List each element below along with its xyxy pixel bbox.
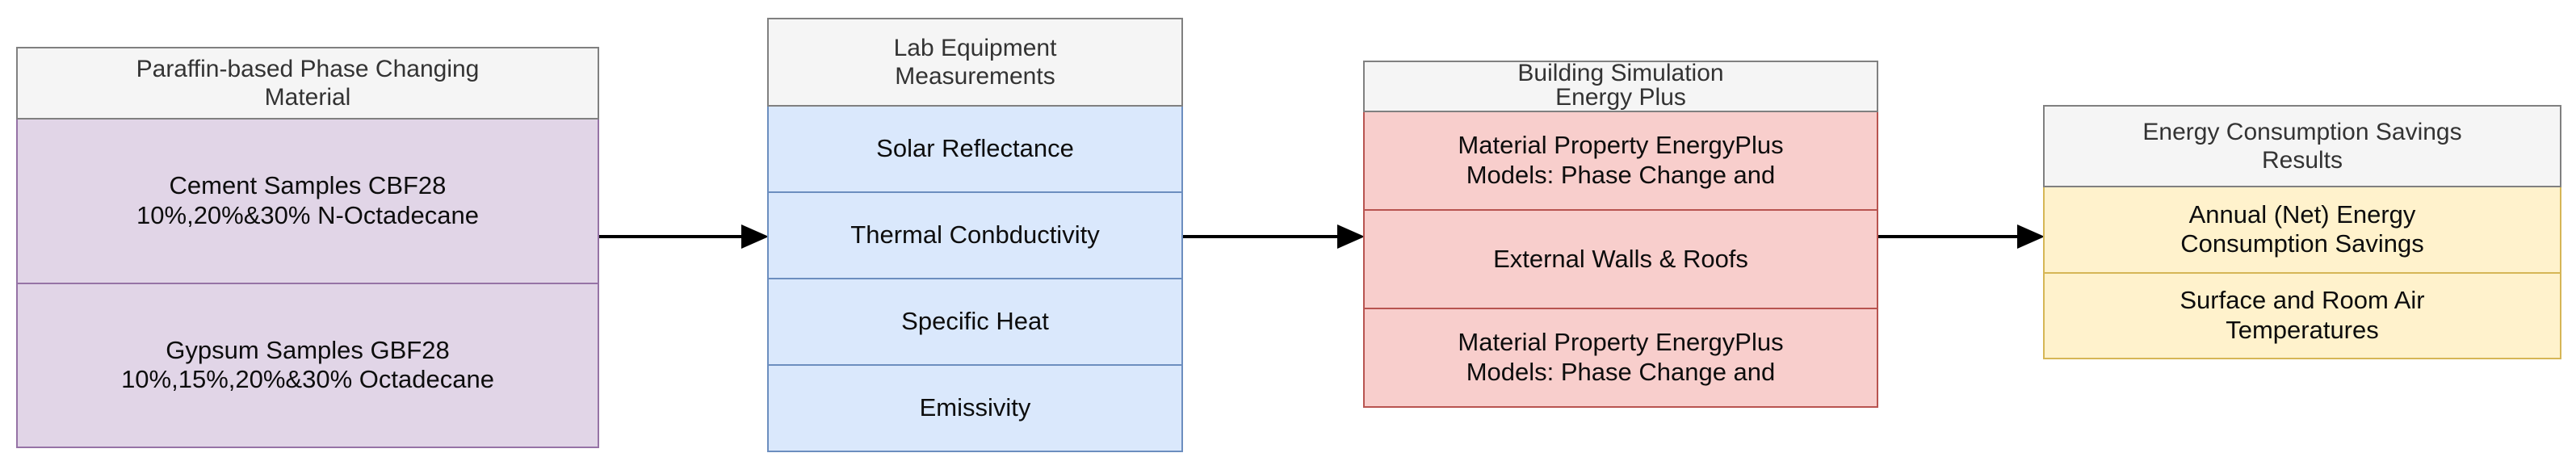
node-building-simulation-row-material-property-1[interactable]: Material Property EnergyPlus Models: Pha… xyxy=(1363,112,1878,211)
node-lab-equipment-row-emissivity[interactable]: Emissivity xyxy=(767,366,1183,452)
node-lab-equipment-row-thermal-conductivity[interactable]: Thermal Conbductivity xyxy=(767,193,1183,279)
arrow-line xyxy=(1878,235,2022,238)
node-paraffin-pcm-header: Paraffin-based Phase Changing Material xyxy=(16,47,599,120)
arrow-head-icon xyxy=(2017,224,2045,249)
node-lab-equipment-header: Lab Equipment Measurements xyxy=(767,18,1183,107)
node-energy-savings-results[interactable]: Energy Consumption Savings Results Annua… xyxy=(2043,105,2561,359)
arrow-line xyxy=(1183,235,1342,238)
node-building-simulation-header: Building Simulation Energy Plus xyxy=(1363,61,1878,112)
node-paraffin-pcm-row-gypsum[interactable]: Gypsum Samples GBF28 10%,15%,20%&30% Oct… xyxy=(16,283,599,448)
node-building-simulation-row-external-walls-roofs[interactable]: External Walls & Roofs xyxy=(1363,211,1878,309)
arrow-head-icon xyxy=(1337,224,1365,249)
arrow-head-icon xyxy=(741,224,769,249)
node-paraffin-pcm-row-cement[interactable]: Cement Samples CBF28 10%,20%&30% N-Octad… xyxy=(16,120,599,284)
node-building-simulation[interactable]: Building Simulation Energy Plus Material… xyxy=(1363,61,1878,408)
node-energy-savings-results-header: Energy Consumption Savings Results xyxy=(2043,105,2561,187)
node-paraffin-pcm[interactable]: Paraffin-based Phase Changing Material C… xyxy=(16,47,599,448)
node-lab-equipment-row-specific-heat[interactable]: Specific Heat xyxy=(767,279,1183,366)
node-energy-savings-results-row-temperatures[interactable]: Surface and Room Air Temperatures xyxy=(2043,273,2561,359)
arrow-line xyxy=(599,235,746,238)
node-energy-savings-results-row-annual-savings[interactable]: Annual (Net) Energy Consumption Savings xyxy=(2043,187,2561,274)
node-building-simulation-row-material-property-2[interactable]: Material Property EnergyPlus Models: Pha… xyxy=(1363,309,1878,408)
node-lab-equipment-row-solar-reflectance[interactable]: Solar Reflectance xyxy=(767,107,1183,193)
node-lab-equipment[interactable]: Lab Equipment Measurements Solar Reflect… xyxy=(767,18,1183,452)
